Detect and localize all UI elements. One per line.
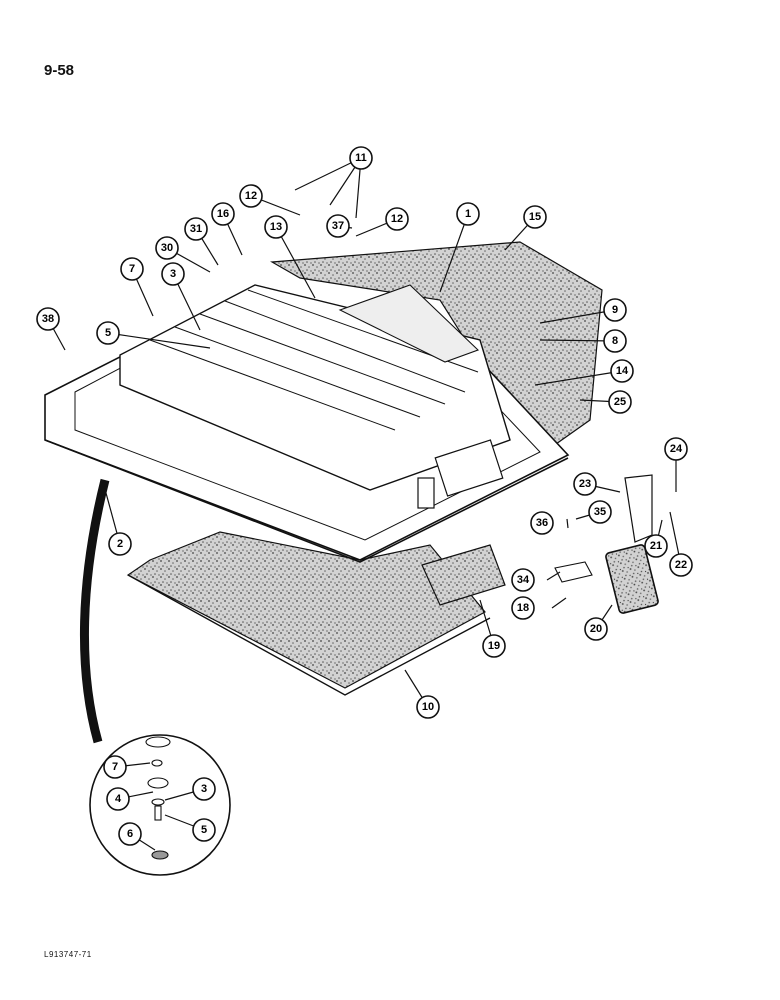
svg-text:22: 22	[675, 559, 687, 571]
callout-23: 35	[588, 500, 612, 524]
cross-bar	[338, 284, 480, 363]
callout-22: 36	[530, 511, 554, 535]
callout-28: 20	[584, 617, 608, 641]
svg-text:8: 8	[612, 335, 618, 347]
svg-text:31: 31	[190, 223, 202, 235]
svg-text:36: 36	[536, 517, 548, 529]
callout-11: 7	[120, 257, 144, 281]
page-number: 9-58	[44, 62, 75, 79]
mount-plate	[554, 561, 593, 583]
svg-text:21: 21	[650, 540, 662, 552]
svg-text:9: 9	[612, 304, 618, 316]
handle-window	[434, 439, 504, 497]
svg-text:19: 19	[488, 640, 500, 652]
bracket	[624, 474, 653, 543]
svg-text:15: 15	[529, 211, 541, 223]
callout-3: 37	[326, 214, 350, 238]
callout-2: 12	[239, 184, 263, 208]
callout-5: 16	[211, 202, 235, 226]
svg-text:20: 20	[590, 623, 602, 635]
svg-text:24: 24	[670, 443, 683, 455]
callout-4: 12	[385, 207, 409, 231]
svg-text:2: 2	[117, 538, 123, 550]
callout-9: 1	[456, 202, 480, 226]
callout-30: 10	[416, 695, 440, 719]
svg-text:23: 23	[579, 478, 591, 490]
svg-text:14: 14	[616, 365, 629, 377]
callout-26: 34	[511, 568, 535, 592]
svg-text:5: 5	[201, 824, 207, 836]
callout-20: 23	[573, 472, 597, 496]
callout-32: 4	[106, 787, 130, 811]
document-code: L913747-71	[44, 950, 92, 959]
callout-13: 38	[36, 307, 60, 331]
svg-text:30: 30	[161, 242, 173, 254]
speckled-mat-front	[126, 531, 486, 689]
svg-text:25: 25	[614, 396, 626, 408]
callout-34: 6	[118, 822, 142, 846]
callout-8: 13	[264, 215, 288, 239]
callout-29: 19	[482, 634, 506, 658]
detail-hardware	[145, 736, 171, 860]
svg-text:35: 35	[594, 506, 606, 518]
svg-text:11: 11	[355, 152, 367, 164]
svg-text:7: 7	[129, 263, 135, 275]
main-panel-edge	[44, 439, 569, 563]
side-panel	[421, 544, 506, 606]
svg-text:3: 3	[201, 783, 207, 795]
callout-19: 24	[664, 437, 688, 461]
svg-text:3: 3	[170, 268, 176, 280]
svg-text:34: 34	[517, 574, 530, 586]
svg-text:38: 38	[42, 313, 54, 325]
svg-text:12: 12	[391, 213, 403, 225]
callout-25: 22	[669, 553, 693, 577]
callout-16: 8	[603, 329, 627, 353]
callout-6: 31	[184, 217, 208, 241]
mat-front-border	[127, 574, 491, 696]
callout-31: 7	[103, 755, 127, 779]
svg-text:7: 7	[112, 761, 118, 773]
svg-text:1: 1	[465, 208, 471, 220]
latch	[417, 477, 435, 509]
svg-text:18: 18	[517, 602, 529, 614]
callout-27: 18	[511, 596, 535, 620]
callout-33: 3	[192, 777, 216, 801]
svg-text:5: 5	[105, 327, 111, 339]
callout-1: 11	[349, 146, 373, 170]
svg-text:6: 6	[127, 828, 133, 840]
svg-text:13: 13	[270, 221, 282, 233]
svg-text:37: 37	[332, 220, 344, 232]
callout-12: 3	[161, 262, 185, 286]
callout-17: 14	[610, 359, 634, 383]
callout-15: 9	[603, 298, 627, 322]
detail-pointer-curve	[79, 478, 110, 744]
svg-text:16: 16	[217, 208, 229, 220]
mirror	[605, 544, 659, 614]
callout-18: 25	[608, 390, 632, 414]
callout-10: 15	[523, 205, 547, 229]
svg-text:4: 4	[115, 793, 122, 805]
callout-14: 5	[96, 321, 120, 345]
callout-35: 5	[192, 818, 216, 842]
callout-21: 2	[108, 532, 132, 556]
callout-24: 21	[644, 534, 668, 558]
callout-7: 30	[155, 236, 179, 260]
svg-text:12: 12	[245, 190, 257, 202]
svg-text:10: 10	[422, 701, 434, 713]
